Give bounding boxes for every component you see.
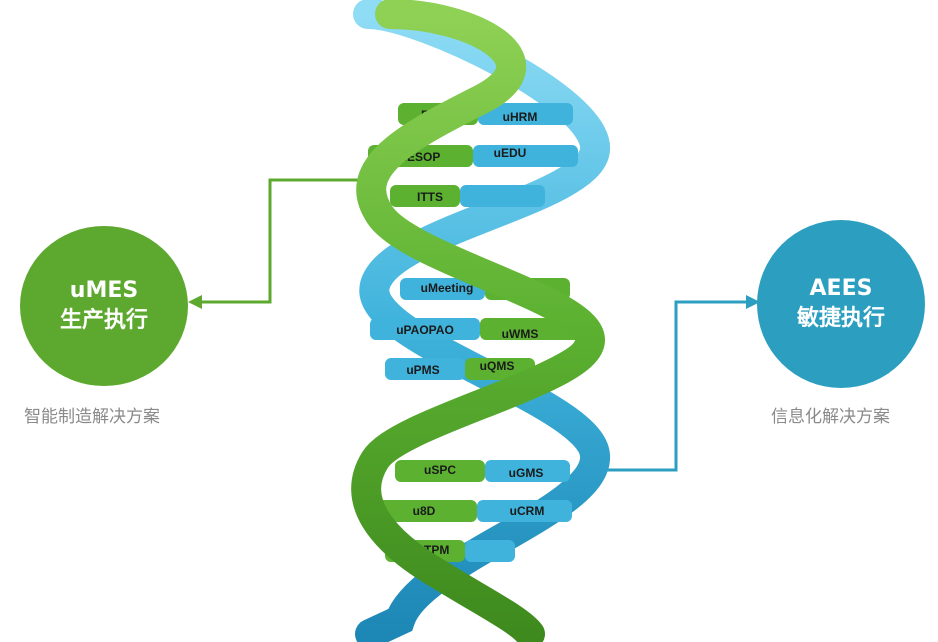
rung-label-right: uHRM bbox=[503, 110, 538, 124]
rung-right-segment bbox=[477, 500, 572, 522]
rung-label-left: uPMS bbox=[406, 363, 439, 377]
rung-label-right: uGMS bbox=[509, 466, 544, 480]
aees-subtitle: 敏捷执行 bbox=[796, 306, 885, 331]
aees-title: AEES bbox=[809, 276, 873, 301]
right-connector-arrow bbox=[746, 295, 760, 309]
rung-label-right: uWMS bbox=[502, 327, 539, 341]
left-connector-arrow bbox=[188, 295, 202, 309]
rung-right-segment bbox=[465, 540, 515, 562]
rung-left-segment bbox=[395, 460, 485, 482]
rung-label-left: uMeeting bbox=[421, 281, 474, 295]
rung-right-segment bbox=[485, 460, 570, 482]
aees-caption: 信息化解决方案 bbox=[771, 407, 890, 427]
umes-caption: 智能制造解决方案 bbox=[24, 407, 160, 427]
umes-node: uMES 生产执行 bbox=[20, 226, 188, 386]
rung-label-left: u8D bbox=[413, 504, 436, 518]
umes-subtitle: 生产执行 bbox=[59, 308, 148, 333]
left-connector-line bbox=[198, 178, 360, 304]
rung-label-right: uEDU bbox=[494, 146, 527, 160]
rung-label-left: uPAOPAO bbox=[396, 323, 454, 337]
rung-left-segment bbox=[390, 185, 460, 207]
rung-left-segment bbox=[385, 358, 465, 380]
umes-title: uMES bbox=[69, 278, 139, 303]
rung-label-left: uSPC bbox=[424, 463, 456, 477]
rung-left-segment bbox=[370, 318, 480, 340]
rung-right-segment bbox=[460, 185, 545, 207]
rung-right-segment bbox=[478, 103, 573, 125]
rung-label-right: uCRM bbox=[510, 504, 545, 518]
green-strand-front bbox=[351, 0, 606, 642]
rung-left-segment bbox=[372, 500, 477, 522]
aees-node: AEES 敏捷执行 bbox=[757, 220, 925, 388]
rung-right-segment bbox=[473, 145, 578, 167]
rung-left-segment bbox=[400, 278, 485, 300]
rung-label-right: uQMS bbox=[480, 359, 515, 373]
rung-label-left: ITTS bbox=[417, 190, 443, 204]
right-connector-line bbox=[590, 300, 750, 472]
